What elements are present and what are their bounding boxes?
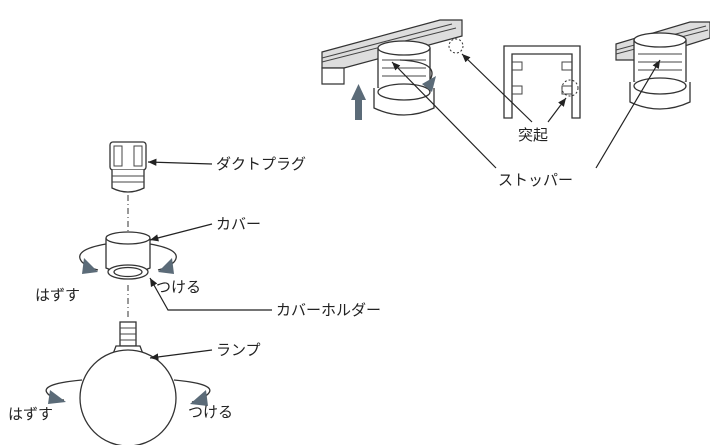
label-protrusion: 突起 <box>518 126 548 144</box>
lamp <box>79 321 177 445</box>
rotate-arrow-upper <box>79 243 177 274</box>
leader-duct-plug <box>147 158 213 166</box>
leader-cover-holder <box>149 277 272 311</box>
cover <box>105 231 151 280</box>
rail-plug-left <box>373 40 435 116</box>
leader-stopper-left <box>391 61 497 169</box>
duct-plug <box>109 141 147 193</box>
rotate-arrow-lower <box>45 379 211 406</box>
leader-lamp <box>149 349 213 361</box>
rail-cross-section <box>503 45 581 119</box>
label-cover: カバー <box>216 215 261 233</box>
rail-plug-right <box>629 32 691 110</box>
leader-protrusion-right <box>547 97 567 123</box>
label-stopper: ストッパー <box>498 171 573 189</box>
insert-up-arrow <box>351 84 366 120</box>
label-remove-lower: はずす <box>8 405 53 423</box>
protrusion-circle-right <box>561 79 579 97</box>
label-remove-upper: はずす <box>35 286 80 304</box>
protrusion-circle-left <box>448 38 464 54</box>
label-attach-lower: つける <box>188 403 233 421</box>
label-duct-plug: ダクトプラグ <box>216 155 306 173</box>
leader-stopper-right <box>595 59 661 169</box>
label-attach-upper: つける <box>156 278 201 296</box>
label-lamp: ランプ <box>216 341 261 359</box>
leader-protrusion-left <box>461 53 533 123</box>
rotate-arrow-head-rail <box>422 76 436 92</box>
label-cover-holder: カバーホルダー <box>276 301 381 319</box>
leader-cover <box>149 223 213 242</box>
